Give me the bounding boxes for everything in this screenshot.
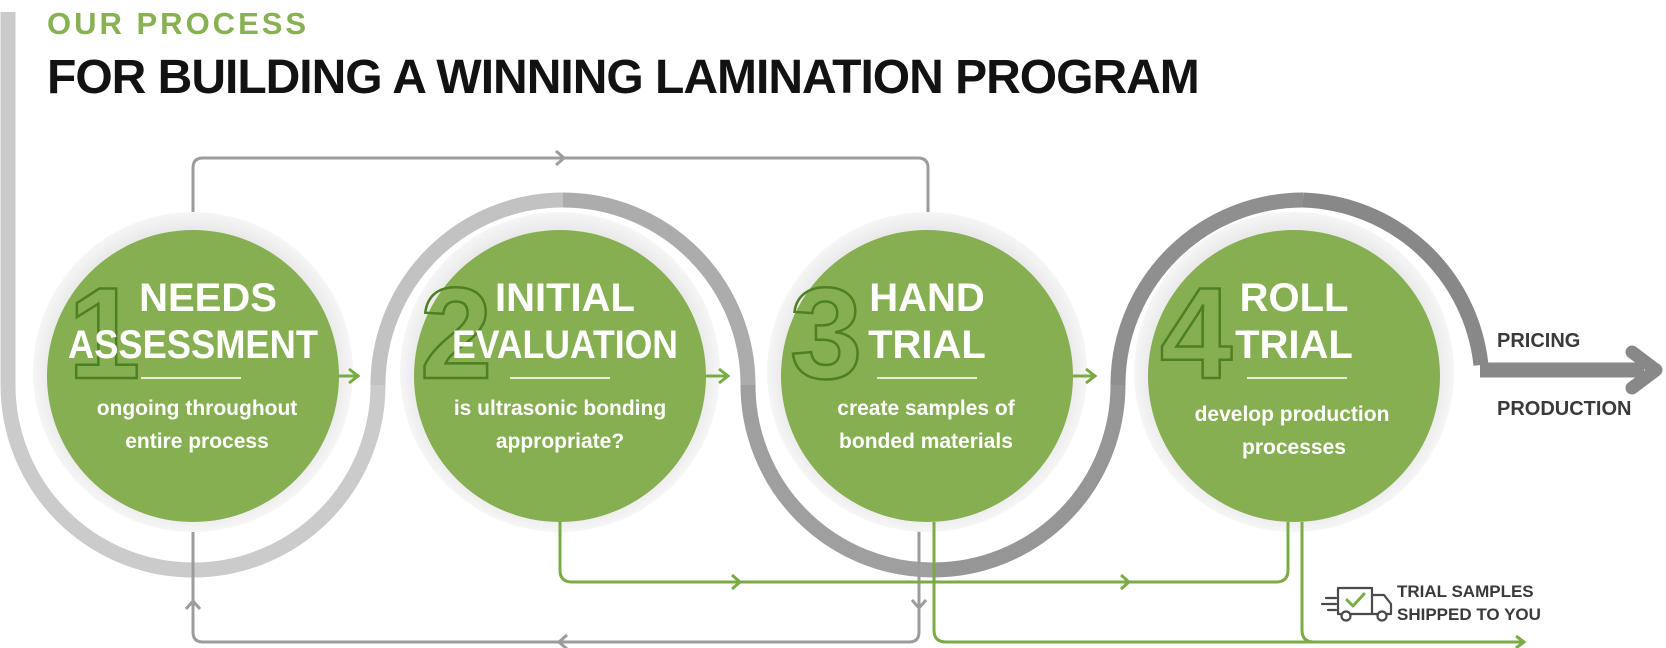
shipping-label-line-1: TRIAL SAMPLES xyxy=(1397,582,1534,601)
production-label: PRODUCTION xyxy=(1497,398,1631,420)
step-1-desc-line-2: entire process xyxy=(125,430,269,453)
flow-arrowhead-a xyxy=(731,573,743,591)
flow-arrowhead-b xyxy=(1120,573,1132,591)
flow-step3-to-shipping xyxy=(932,522,1522,644)
backbone-loop-3-right xyxy=(932,384,1126,578)
step-3-title-line-1: HAND xyxy=(869,276,985,320)
output-arrow-head xyxy=(1625,345,1663,395)
step-4-title-line-2: TRIAL xyxy=(1235,323,1353,367)
step-1-title-line-1: NEEDS xyxy=(139,276,277,320)
step-descriptions: ongoing throughout entire process is ult… xyxy=(97,397,1390,459)
feedback-bottom-arrowhead-left xyxy=(556,633,568,648)
step-3-desc-line-2: bonded materials xyxy=(839,430,1013,453)
step-3-title-line-2: TRIAL xyxy=(868,323,986,367)
step-1-title-line-2: ASSESSMENT xyxy=(68,323,318,367)
step-3-number: 3 xyxy=(790,260,862,406)
step-numbers: 1 2 3 4 xyxy=(67,259,1234,408)
step-connectors xyxy=(339,367,1098,385)
step-2-circle xyxy=(414,230,706,522)
feedback-bottom-arrowhead-down xyxy=(910,599,928,611)
pricing-label: PRICING xyxy=(1497,330,1580,352)
step-circles xyxy=(47,230,1440,522)
connector-3-4 xyxy=(1073,367,1098,385)
page-title: FOR BUILDING A WINNING LAMINATION PROGRA… xyxy=(47,51,1200,104)
connector-1-2 xyxy=(339,367,361,385)
step-2-title-line-2: EVALUATION xyxy=(452,323,678,367)
section-kicker: OUR PROCESS xyxy=(47,6,310,41)
feedback-bottom-arrowhead-up xyxy=(184,598,202,610)
step-4-title-line-1: ROLL xyxy=(1240,276,1349,320)
step-1-desc-line-1: ongoing throughout xyxy=(97,397,298,420)
step-2-title-line-1: INITIAL xyxy=(495,276,635,320)
step-2-desc-line-1: is ultrasonic bonding xyxy=(454,397,666,420)
sample-flow-lines xyxy=(558,522,1527,648)
step-4-number: 4 xyxy=(1160,260,1232,406)
shipping-label-line-2: SHIPPED TO YOU xyxy=(1397,605,1541,624)
feedback-top-arrowhead xyxy=(555,149,567,167)
backbone-loop-2-left xyxy=(370,192,564,386)
step-1-circle xyxy=(47,230,339,522)
flow-step2-to-step4 xyxy=(558,522,1290,584)
backbone-loop-3-left xyxy=(740,384,934,578)
delivery-truck-check-icon xyxy=(1320,586,1393,622)
step-4-desc-line-1: develop production xyxy=(1195,403,1390,426)
step-3-desc-line-1: create samples of xyxy=(837,397,1015,420)
step-4-circle xyxy=(1148,230,1440,522)
step-titles: NEEDS ASSESSMENT INITIAL EVALUATION HAND… xyxy=(68,276,1353,367)
step-3-circle xyxy=(781,230,1073,522)
backbone-loop-4-left xyxy=(1110,192,1304,386)
step-2-number: 2 xyxy=(420,260,492,406)
step-4-desc-line-2: processes xyxy=(1242,436,1346,459)
step-1-number: 1 xyxy=(68,260,140,406)
backbone-loop-4-right xyxy=(1302,192,1489,366)
feedback-loop-bottom xyxy=(184,520,928,648)
connector-2-3 xyxy=(706,367,731,385)
flow-step4-to-shipping xyxy=(1300,522,1315,644)
backbone-loop-2-right xyxy=(562,192,756,386)
backbone-path xyxy=(0,12,1644,578)
feedback-loop-top xyxy=(191,149,930,232)
flow-shipping-arrowhead xyxy=(1515,634,1527,648)
step-2-desc-line-2: appropriate? xyxy=(496,430,624,453)
